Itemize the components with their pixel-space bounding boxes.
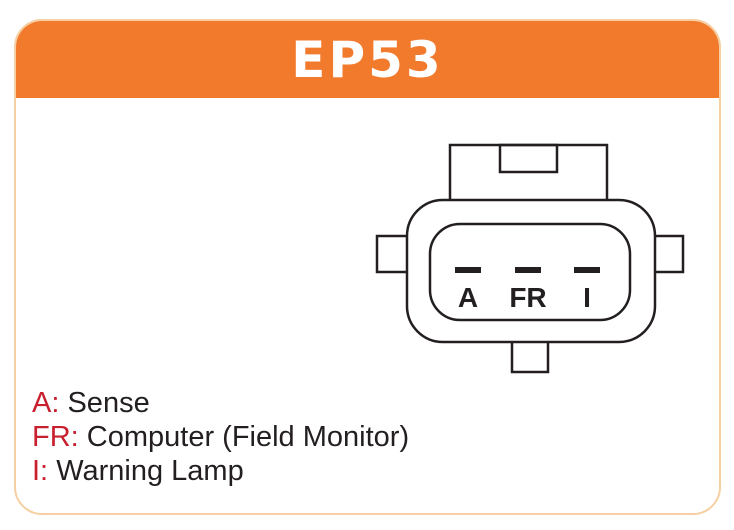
left-tab [375, 234, 410, 274]
pin-label-i: I [583, 282, 591, 313]
connector-socket [428, 222, 632, 322]
legend-desc: Sense [67, 387, 150, 419]
part-title: EP53 [291, 30, 444, 89]
legend-item: FR: Computer (Field Monitor) [32, 420, 409, 454]
pin-label-fr: FR [509, 282, 546, 313]
legend-key: A: [32, 387, 60, 419]
bottom-tab [510, 339, 550, 374]
legend-desc: Computer (Field Monitor) [86, 421, 410, 453]
legend-desc: Warning Lamp [56, 455, 244, 487]
pin-fr [515, 267, 541, 273]
pin-label-a: A [458, 282, 478, 313]
pin-i [574, 267, 600, 273]
right-tab [652, 234, 685, 274]
header-bar: EP53 [16, 21, 719, 98]
latch-notch [498, 143, 559, 174]
legend-key: FR: [32, 421, 79, 453]
legend-item: I: Warning Lamp [32, 454, 409, 488]
pin-legend: A: Sense FR: Computer (Field Monitor) I:… [32, 386, 409, 488]
legend-key: I: [32, 455, 49, 487]
pin-a [455, 267, 481, 273]
legend-item: A: Sense [32, 386, 409, 420]
